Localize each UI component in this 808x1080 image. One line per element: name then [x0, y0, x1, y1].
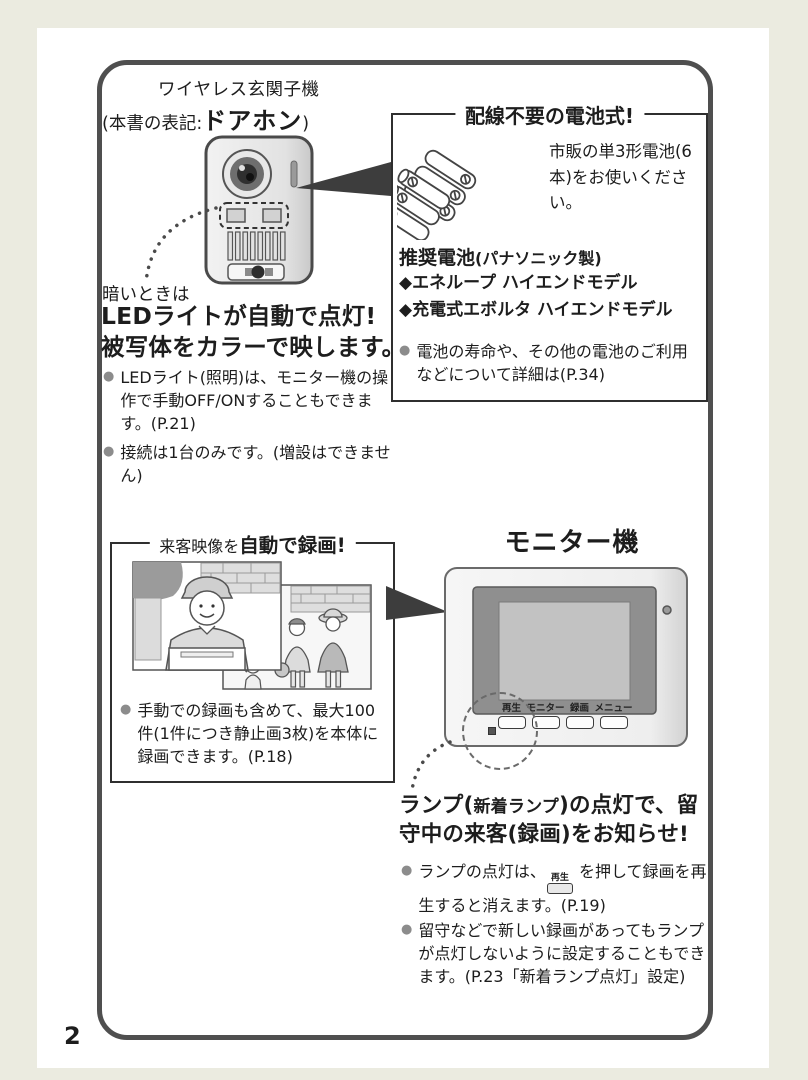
recording-title-bold: 自動で録画!	[239, 534, 346, 557]
recording-to-monitor-wedge	[386, 586, 448, 620]
page-number: 2	[64, 1022, 81, 1050]
lamp-note-play: ● ランプの点灯は、再生 を押して録画を再生すると消えます。(P.19)	[401, 860, 715, 917]
bullet-icon: ●	[401, 863, 413, 878]
bullet-icon: ●	[120, 702, 132, 717]
battery-description: 市販の単3形電池(6本)をお使いください。	[549, 142, 692, 213]
notation-prefix: (本書の表記:	[102, 114, 203, 134]
notation-name: ドアホン	[202, 107, 303, 135]
model-line: ◆充電式エボルタ ハイエンドモデル	[399, 300, 673, 320]
lamp-callout-dotted-line	[410, 740, 452, 792]
led-note-text: LEDライト(照明)は、モニター機の操作で手動OFF/ONすることもできます。(…	[120, 368, 389, 434]
visitor-woman-hat	[317, 608, 349, 688]
bullet-icon: ●	[103, 369, 115, 384]
monitor-button-record-label: 録画	[569, 703, 589, 714]
monitor-button-menu-shape	[599, 716, 628, 729]
entrance-unit-label: ワイヤレス玄関子機	[158, 80, 320, 100]
monitor-button-monitor-label: モニター	[526, 703, 565, 714]
recommended-models: ◆エネループ ハイエンドモデル ◆充電式エボルタ ハイエンドモデル	[399, 270, 672, 324]
delivery-man	[165, 576, 249, 671]
lamp-headline: ランプ(新着ランプ)の点灯で、留守中の来客(録画)をお知らせ!	[399, 792, 719, 849]
recording-title-normal: 来客映像を	[159, 537, 240, 556]
mic-hole-icon	[662, 605, 672, 615]
lamp-highlight-dashed-circle	[462, 692, 538, 770]
bullet-icon: ●	[401, 922, 413, 937]
lamp-note-setting-text: 留守などで新しい録画があってもランプが点灯しないように設定することもできます。(…	[418, 921, 706, 987]
recording-note: ● 手動での録画も含めて、最大100件(1件につき静止画3枚)を本体に録画できま…	[120, 699, 390, 768]
led-note-item: ● LEDライト(照明)は、モニター機の操作で手動OFF/ONすることもできます…	[103, 366, 399, 435]
monitor-button-record: 録画	[565, 704, 594, 729]
recommend-note: (パナソニック製)	[475, 249, 602, 268]
bullet-icon: ●	[399, 343, 411, 358]
monitor-button-menu: メニュー	[595, 704, 633, 729]
notation-suffix: )	[302, 114, 310, 134]
led-notes: ● LEDライト(照明)は、モニター機の操作で手動OFF/ONすることもできます…	[103, 366, 399, 493]
sensor-slit-icon	[290, 160, 298, 188]
visitors-photo-left	[132, 561, 282, 671]
led-note-text: 接続は1台のみです。(増設はできません)	[120, 443, 391, 486]
speaker-grille-icon	[227, 231, 286, 261]
dark-note: 暗いときは	[102, 285, 190, 305]
play-button-icon: 再生	[546, 873, 573, 894]
bullet-icon: ●	[103, 444, 115, 460]
led-headline: LEDライトが自動で点灯! 被写体をカラーで映します。	[101, 301, 405, 363]
doorbell-illustration	[204, 135, 314, 285]
play-button-icon-label: 再生	[550, 873, 569, 883]
lamp-note-pre: ランプの点灯は、	[418, 862, 546, 881]
lamp-headline-pre: ランプ(	[399, 793, 474, 818]
monitor-button-record-shape	[565, 716, 594, 729]
lamp-note-post: を押して録画を再生すると消えます。(P.19)	[418, 862, 707, 915]
led-headline-line1: LEDライトが自動で点灯!	[101, 302, 377, 330]
recording-note-text: 手動での録画も含めて、最大100件(1件につき静止画3枚)を本体に録画できます。…	[137, 701, 379, 767]
doorbell-to-battery-wedge	[296, 162, 391, 196]
model-line: ◆エネループ ハイエンドモデル	[399, 273, 638, 293]
lamp-note-play-text: ランプの点灯は、再生 を押して録画を再生すると消えます。(P.19)	[418, 860, 715, 917]
doorbell-callout-dotted-line	[144, 206, 218, 284]
battery-note: ● 電池の寿命や、その他の電池のご利用などについて詳細は(P.34)	[399, 340, 701, 386]
entrance-unit-notation: (本書の表記:ドアホン)	[102, 101, 309, 136]
batteries-illustration	[397, 149, 477, 240]
led-note-item: ● 接続は1台のみです。(増設はできません)	[103, 441, 399, 487]
visitors-illustration	[132, 561, 372, 690]
led-light-left-icon	[226, 208, 246, 223]
led-area-dashed-outline	[219, 202, 289, 229]
monitor-title: モニター機	[504, 528, 640, 558]
recording-box-title: 来客映像を自動で録画!	[149, 529, 356, 558]
battery-box-title: 配線不要の電池式!	[454, 100, 645, 129]
lamp-headline-post: )の点灯で、留守中の来客(録画)をお知らせ!	[399, 793, 699, 847]
recommend-bold: 推奨電池	[399, 247, 476, 269]
monitor-button-menu-label: メニュー	[594, 703, 633, 714]
visitor-woman-bag	[274, 618, 311, 688]
led-light-right-icon	[262, 208, 282, 223]
led-headline-line2: 被写体をカラーで映します。	[101, 333, 406, 361]
screen	[498, 601, 631, 701]
lamp-note-setting: ● 留守などで新しい録画があってもランプが点灯しないように設定することもできます…	[401, 919, 719, 988]
battery-note-text: 電池の寿命や、その他の電池のご利用などについて詳細は(P.34)	[416, 342, 688, 385]
lamp-headline-small: 新着ランプ	[473, 797, 559, 817]
play-button-icon-shape	[546, 883, 573, 894]
recommended-battery-label: 推奨電池(パナソニック製)	[399, 243, 602, 270]
